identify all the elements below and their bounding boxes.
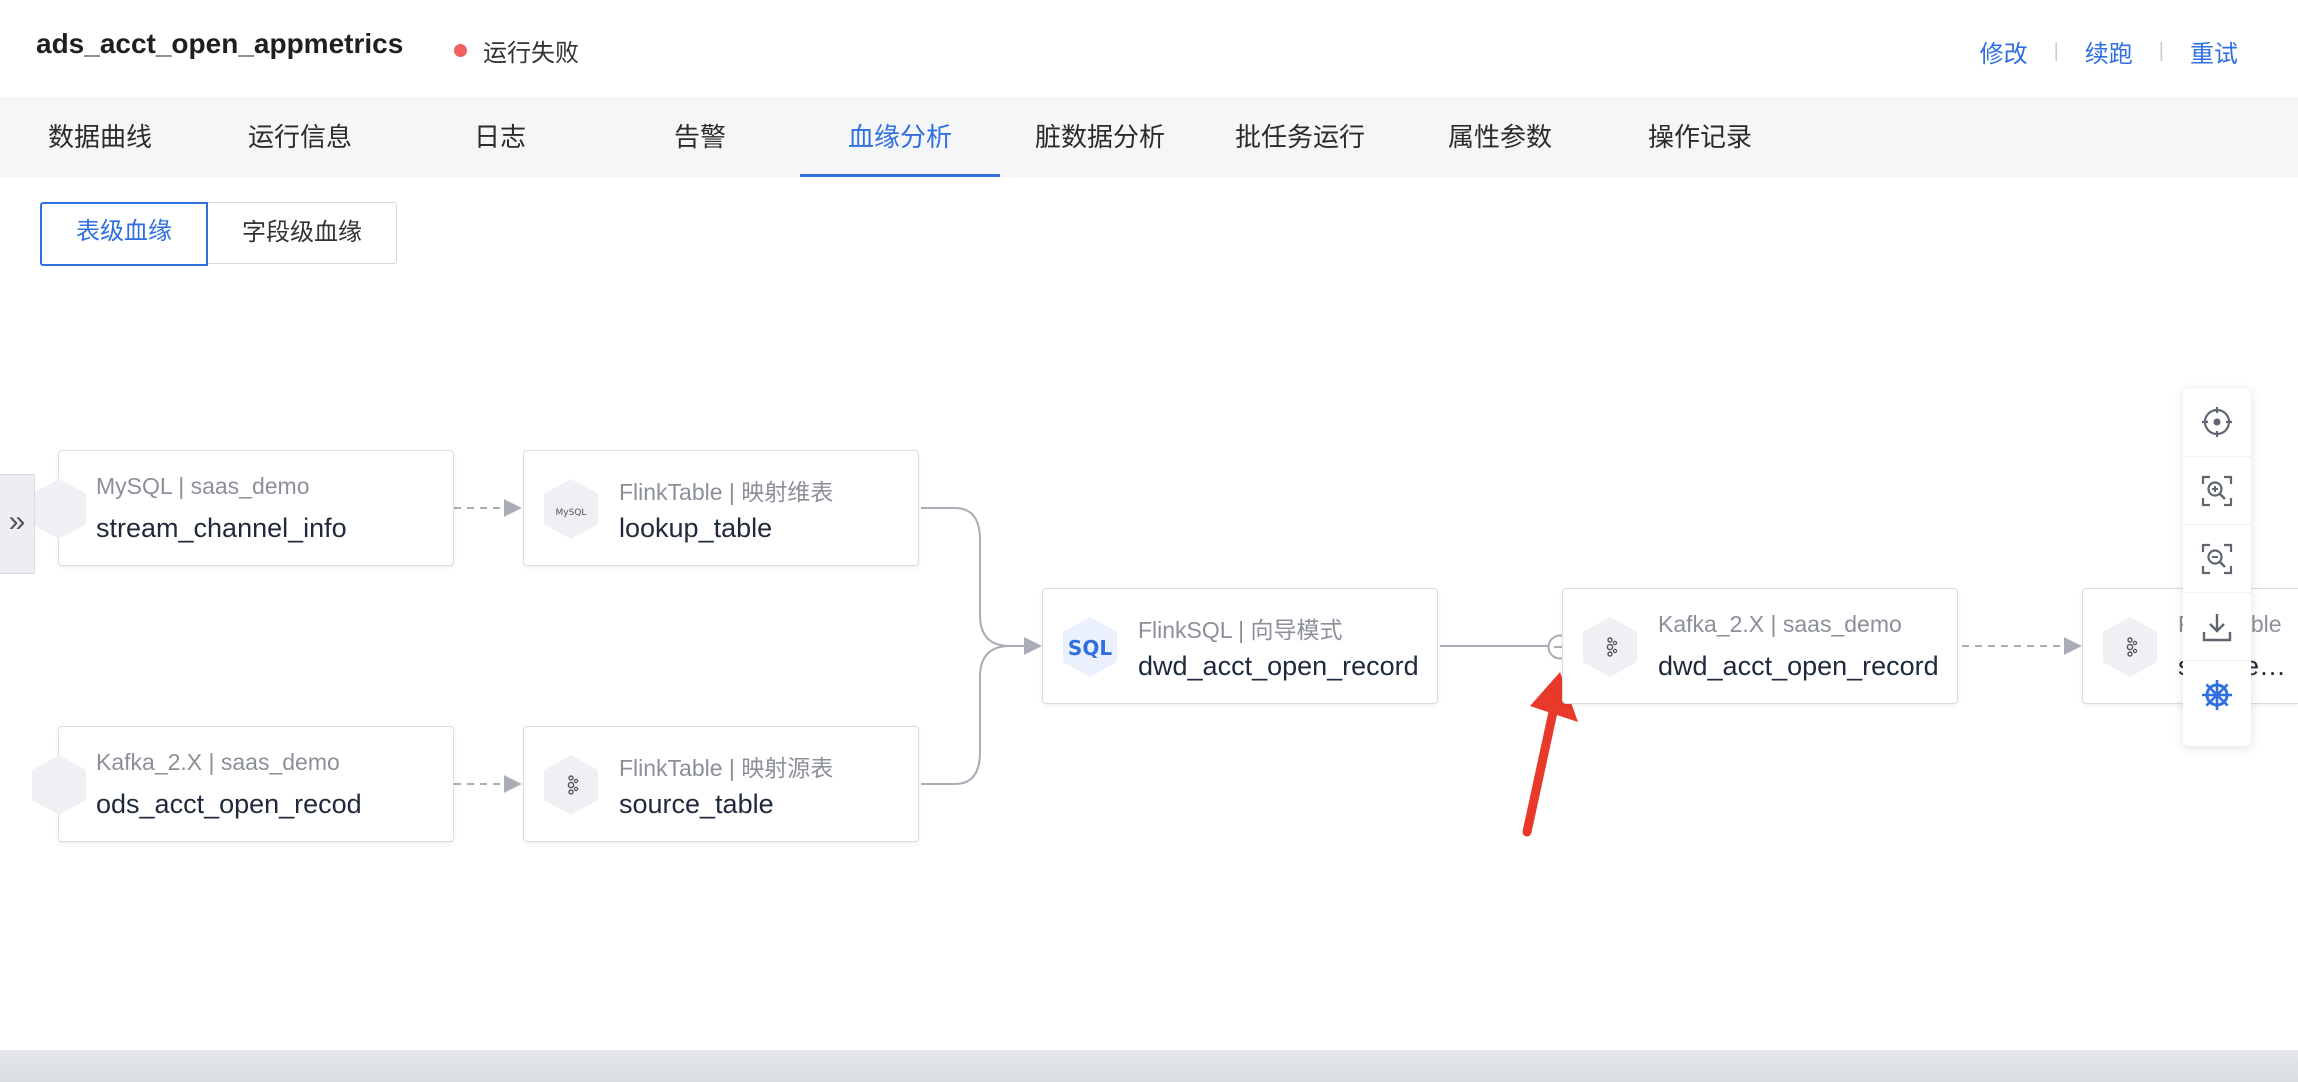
status-text: 运行失败 [483,40,579,67]
retry-button[interactable]: 重试 [2190,41,2238,68]
locate-icon [2202,407,2232,437]
node-type-label: Kafka_2.X | saas_demo [1658,611,1902,637]
field-lineage-button[interactable]: 字段级血缘 [208,202,397,264]
status-dot-icon [454,44,467,57]
svg-text:SQL: SQL [1068,636,1112,660]
kafka-icon [1583,617,1637,677]
kafka-icon [32,755,86,815]
locate-button[interactable] [2183,388,2251,456]
table-lineage-button[interactable]: 表级血缘 [40,202,208,266]
node-type-label: FlinkTable | 映射源表 [619,755,834,781]
divider: | [2053,40,2059,62]
node-type-label: FlinkTable | 映射维表 [619,479,834,505]
kafka-icon [2103,617,2157,677]
zoom-in-icon [2201,475,2233,507]
sql-icon: SQL [1063,617,1117,677]
edit-button[interactable]: 修改 [1979,41,2028,68]
mysql-icon [32,479,86,539]
expand-panel-button[interactable]: » [0,474,35,574]
node-ods-acct-open-recod[interactable]: Kafka_2.X | saas_demo ods_acct_open_reco… [32,726,454,842]
tab-operation-log[interactable]: 操作记录 [1647,122,1752,152]
node-type-label: FlinkSQL | 向导模式 [1138,617,1343,643]
layout-button[interactable] [2183,660,2251,729]
tab-data-curve[interactable]: 数据曲线 [47,122,152,152]
svg-text:MySQL: MySQL [556,508,587,518]
node-flinksql-task[interactable]: SQL FlinkSQL | 向导模式 dwd_acct_open_record [1042,588,1438,704]
red-annotation-arrow-icon [1522,672,1578,837]
lineage-level-toggle: 表级血缘 字段级血缘 [40,202,397,266]
kafka-icon [544,755,598,815]
node-name-label: ods_acct_open_recod [96,789,362,819]
node-name-label: source_table [619,789,774,819]
graph-toolbar [2183,388,2251,746]
tab-properties[interactable]: 属性参数 [1447,122,1552,152]
window-bottom-bar [0,1050,2298,1082]
node-source-table[interactable]: FlinkTable | 映射源表 source_table [523,726,919,842]
tab-logs[interactable]: 日志 [473,122,526,152]
divider: | [2158,40,2164,62]
edge-source-to-sql [921,637,1042,785]
detail-tabs: 数据曲线 运行信息 日志 告警 血缘分析 脏数据分析 批任务运行 属性参数 操作… [0,97,2298,177]
node-name-label: lookup_table [619,513,773,543]
node-lookup-table[interactable]: MySQL FlinkTable | 映射维表 lookup_table [523,450,919,566]
zoom-in-button[interactable] [2183,456,2251,525]
node-type-label: MySQL | saas_demo [96,473,310,499]
tab-dirty-data[interactable]: 脏数据分析 [1034,122,1165,152]
resume-button[interactable]: 续跑 [2084,41,2133,68]
header-actions: 修改 | 续跑 | 重试 [1980,34,2238,69]
layout-icon [2202,680,2232,710]
zoom-out-icon [2201,543,2233,575]
edge-lookup-to-sql [921,507,1042,655]
zoom-out-button[interactable] [2183,524,2251,593]
task-title: ads_acct_open_appmetrics [36,28,404,59]
run-status: 运行失败 [454,33,579,68]
node-name-label: dwd_acct_open_record [1658,651,1939,681]
node-name-label: stream_channel_info [96,513,347,543]
download-icon [2202,614,2232,642]
tab-run-info[interactable]: 运行信息 [247,122,352,152]
node-stream-channel-info[interactable]: MySQL | saas_demo stream_channel_info [32,450,454,566]
task-header: ads_acct_open_appmetrics 运行失败 修改 | 续跑 | … [0,0,2298,97]
node-name-label: dwd_acct_open_record [1138,651,1419,681]
tab-lineage[interactable]: 血缘分析 [800,97,1000,177]
mysql-logo-icon: MySQL [544,479,598,539]
node-type-label: Kafka_2.X | saas_demo [96,749,340,775]
download-button[interactable] [2183,592,2251,661]
tab-batch-run[interactable]: 批任务运行 [1234,122,1365,152]
tab-alerts[interactable]: 告警 [673,122,726,152]
node-kafka-sink[interactable]: Kafka_2.X | saas_demo dwd_acct_open_reco… [1562,588,1958,704]
